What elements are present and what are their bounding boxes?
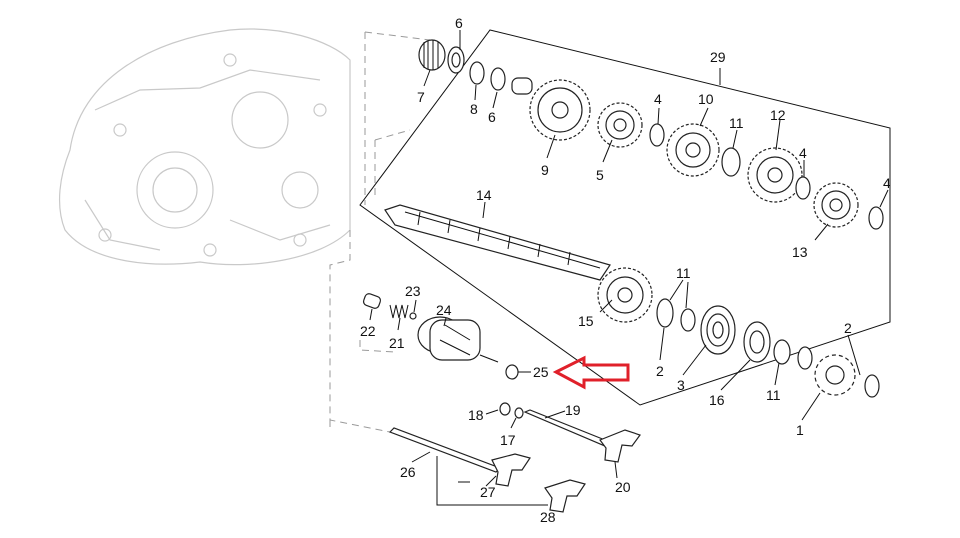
part-22-pin bbox=[362, 293, 382, 309]
highlight-arrow bbox=[552, 355, 630, 390]
callout-17: 17 bbox=[500, 432, 516, 448]
part-18-nut bbox=[499, 402, 511, 416]
group-brackets bbox=[359, 29, 891, 506]
callout-2-a: 2 bbox=[656, 363, 664, 379]
callout-5: 5 bbox=[596, 167, 604, 183]
callout-labels: 6 7 8 6 9 5 4 10 11 12 4 4 29 13 14 15 1… bbox=[360, 15, 891, 525]
part-11-washer-a bbox=[721, 147, 741, 177]
part-11-washer-c bbox=[773, 339, 791, 365]
callout-19: 19 bbox=[565, 402, 581, 418]
callout-21: 21 bbox=[389, 335, 405, 351]
part-23-ball bbox=[409, 312, 417, 320]
part-2-circlip-a bbox=[680, 308, 696, 332]
callout-4-b: 4 bbox=[799, 145, 807, 161]
callout-4-a: 4 bbox=[654, 91, 662, 107]
callout-12: 12 bbox=[770, 107, 786, 123]
callout-4-c: 4 bbox=[883, 175, 891, 191]
callout-8: 8 bbox=[470, 101, 478, 117]
callout-7: 7 bbox=[417, 89, 425, 105]
callout-25: 25 bbox=[533, 364, 549, 380]
part-9-gear bbox=[529, 79, 591, 141]
callout-14: 14 bbox=[476, 187, 492, 203]
callout-20: 20 bbox=[615, 479, 631, 495]
bushing bbox=[511, 77, 533, 95]
part-4-circlip-a bbox=[649, 123, 665, 147]
callout-29: 29 bbox=[710, 49, 726, 65]
callout-2-b: 2 bbox=[844, 320, 852, 336]
callout-9: 9 bbox=[541, 162, 549, 178]
part-1-sprocket bbox=[814, 354, 856, 396]
callout-27: 27 bbox=[480, 484, 496, 500]
callout-11-c: 11 bbox=[766, 387, 781, 403]
callout-1: 1 bbox=[796, 422, 804, 438]
part-11-washer-b bbox=[656, 298, 674, 328]
part-21-spring bbox=[389, 304, 409, 319]
guide-lines bbox=[329, 31, 431, 433]
callout-23: 23 bbox=[405, 283, 421, 299]
callout-26: 26 bbox=[400, 464, 416, 480]
callout-10: 10 bbox=[698, 91, 714, 107]
callout-11-b: 11 bbox=[676, 265, 691, 281]
callout-16: 16 bbox=[709, 392, 725, 408]
part-28-fork bbox=[544, 479, 586, 513]
callout-15: 15 bbox=[578, 313, 594, 329]
callout-6-b: 6 bbox=[488, 109, 496, 125]
part-14-main-shaft bbox=[384, 204, 611, 281]
callout-18: 18 bbox=[468, 407, 484, 423]
part-20-fork bbox=[599, 429, 641, 463]
part-4-circlip-c bbox=[868, 206, 884, 230]
part-13-gear bbox=[813, 182, 859, 228]
part-15-gear bbox=[597, 267, 653, 323]
callout-28: 28 bbox=[540, 509, 556, 525]
part-7-needle-bearing bbox=[418, 39, 446, 71]
crankcase-housing bbox=[58, 28, 351, 266]
callout-11-a: 11 bbox=[729, 115, 744, 131]
part-10-gear bbox=[666, 123, 720, 177]
part-6-washer-b bbox=[490, 67, 506, 91]
part-17-washer bbox=[514, 407, 524, 419]
part-2-circlip-c bbox=[864, 374, 880, 398]
callout-13: 13 bbox=[792, 244, 808, 260]
part-12-gear bbox=[747, 147, 803, 203]
callout-6: 6 bbox=[455, 15, 463, 31]
part-6-washer bbox=[447, 46, 465, 74]
callout-24: 24 bbox=[436, 302, 452, 318]
part-24-shift-drum bbox=[417, 316, 499, 363]
part-27-fork bbox=[491, 453, 531, 487]
part-3-bearing bbox=[700, 305, 736, 355]
callout-22: 22 bbox=[360, 323, 376, 339]
part-16-seal bbox=[743, 321, 771, 363]
part-4-circlip-b bbox=[795, 176, 811, 200]
callout-3: 3 bbox=[677, 377, 685, 393]
part-8-circlip bbox=[469, 61, 485, 85]
part-2-circlip-b bbox=[797, 346, 813, 370]
part-5-gear bbox=[597, 102, 643, 148]
part-25-washer bbox=[505, 364, 519, 380]
leader-lines bbox=[369, 30, 889, 487]
